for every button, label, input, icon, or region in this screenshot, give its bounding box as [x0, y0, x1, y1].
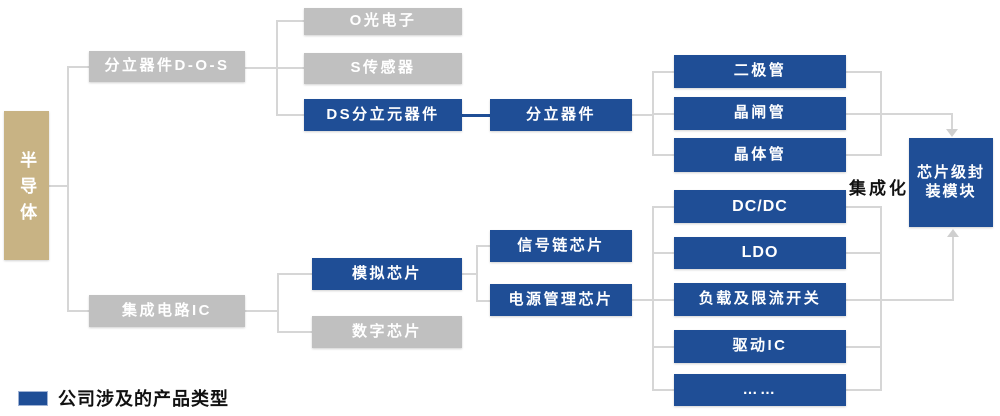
node-thyristor: 晶闸管: [674, 97, 846, 130]
connector: [652, 346, 674, 348]
node-discrete-dos: 分立器件D-O-S: [89, 51, 245, 82]
node-more: ……: [674, 374, 846, 406]
connector: [67, 66, 69, 312]
integration-label: 集成化: [849, 179, 909, 198]
connector: [67, 66, 89, 68]
connector: [846, 252, 882, 254]
connector: [952, 237, 954, 301]
connector: [476, 245, 490, 247]
connector: [277, 273, 312, 275]
connector: [880, 299, 954, 301]
node-ic: 集成电路IC: [89, 295, 245, 327]
arrow-down-icon: [946, 129, 958, 137]
node-ds-discrete: DS分立元器件: [304, 99, 462, 131]
node-load-switch: 负载及限流开关: [674, 283, 846, 316]
node-digital-chip: 数字芯片: [312, 316, 462, 348]
connector: [846, 154, 882, 156]
connector: [48, 185, 68, 187]
connector: [652, 252, 674, 254]
node-power-mgmt: 电源管理芯片: [490, 284, 632, 316]
connector: [476, 245, 478, 302]
connector: [652, 206, 654, 391]
connector: [277, 273, 279, 333]
node-analog-chip: 模拟芯片: [312, 258, 462, 290]
connector: [277, 331, 312, 333]
connector: [632, 114, 653, 116]
connector: [652, 206, 674, 208]
node-sensor: S传感器: [304, 53, 462, 84]
connector: [846, 71, 882, 73]
legend-label: 公司涉及的产品类型: [58, 389, 229, 409]
node-chip-package: 芯片级封装模块: [909, 138, 993, 227]
node-optoelectronics: O光电子: [304, 8, 462, 35]
connector: [632, 299, 653, 301]
connector: [67, 310, 89, 312]
connector: [846, 113, 882, 115]
connector: [652, 71, 674, 73]
connector: [846, 299, 882, 301]
connector: [276, 114, 304, 116]
connector: [880, 206, 882, 391]
connector: [652, 389, 674, 391]
connector: [244, 310, 278, 312]
connector: [880, 113, 952, 115]
legend-swatch: [18, 390, 48, 406]
connector: [462, 273, 478, 275]
connector: [244, 67, 304, 69]
connector: [652, 154, 674, 156]
node-semiconductor: 半导体: [4, 111, 49, 260]
arrow-up-icon: [947, 229, 959, 237]
connector: [476, 300, 490, 302]
node-driver-ic: 驱动IC: [674, 330, 846, 363]
connector: [652, 113, 674, 115]
node-signal-chain: 信号链芯片: [490, 230, 632, 262]
node-transistor: 晶体管: [674, 138, 846, 172]
node-dcdc: DC/DC: [674, 190, 846, 223]
connector: [652, 299, 674, 301]
connector-highlighted: [462, 114, 490, 117]
connector: [846, 346, 882, 348]
connector: [276, 20, 304, 22]
connector: [846, 389, 882, 391]
node-discrete-device: 分立器件: [490, 99, 632, 131]
connector: [276, 20, 278, 116]
node-ldo: LDO: [674, 237, 846, 269]
connector: [951, 113, 953, 130]
connector: [846, 206, 882, 208]
node-diode: 二极管: [674, 55, 846, 88]
legend: 公司涉及的产品类型: [18, 385, 229, 411]
